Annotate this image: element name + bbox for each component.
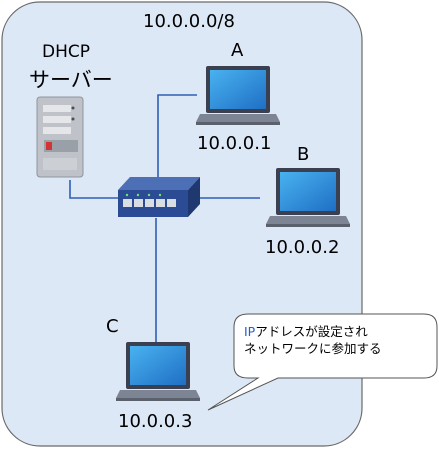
dhcp-server-sublabel: サーバー [29, 68, 113, 92]
laptop-icon [196, 66, 280, 125]
host-b-name: B [297, 144, 310, 165]
host-a-name: A [231, 40, 244, 61]
callout-ip: IP [244, 324, 256, 339]
host-c-name: C [106, 316, 119, 337]
callout-line-1: IPアドレスが設定され [244, 323, 382, 340]
link-switch-a [157, 94, 197, 185]
switch-icon [118, 177, 200, 217]
dhcp-server-label: DHCP [42, 42, 90, 62]
network-links [69, 94, 260, 342]
server-icon [36, 96, 84, 178]
host-a-ip: 10.0.0.1 [197, 133, 272, 154]
laptop-icon [116, 342, 200, 401]
laptop-icon [266, 168, 350, 227]
callout-line-1-rest: アドレスが設定され [255, 324, 368, 339]
host-b-ip: 10.0.0.2 [265, 237, 340, 258]
host-c-ip: 10.0.0.3 [118, 411, 193, 432]
callout-text: IPアドレスが設定され ネットワークに参加する [244, 323, 382, 357]
callout-line-2: ネットワークに参加する [244, 341, 382, 356]
link-switch-server [69, 180, 118, 199]
callout-bubble [207, 313, 438, 411]
subnet-label: 10.0.0.0/8 [143, 11, 235, 32]
